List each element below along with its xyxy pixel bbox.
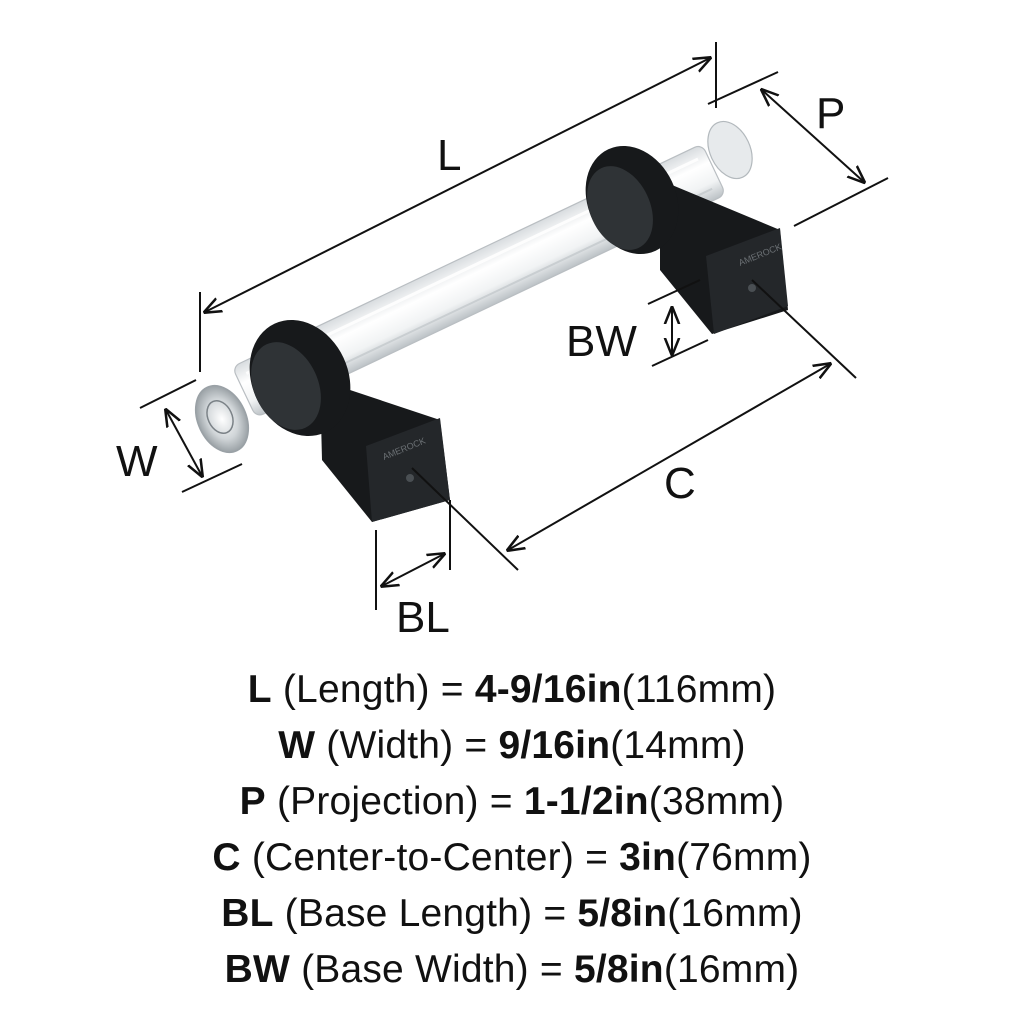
spec-equals: =	[464, 724, 488, 767]
spec-abbr: BW	[224, 948, 291, 991]
spec-equals: =	[585, 836, 609, 879]
width-dimension-line	[166, 410, 202, 476]
spec-name: (Width)	[326, 724, 454, 767]
projection-dimension-line	[762, 90, 864, 182]
spec-metric: (16mm)	[663, 948, 800, 991]
spec-row: W (Width) = 9/16in(14mm)	[0, 718, 1024, 774]
spec-abbr: P	[239, 780, 266, 823]
spec-name: (Length)	[282, 668, 430, 711]
spec-name: (Base Width)	[301, 948, 529, 991]
spec-row: C (Center-to-Center) = 3in(76mm)	[0, 830, 1024, 886]
spec-row: BL (Base Length) = 5/8in(16mm)	[0, 886, 1024, 942]
base-length-dimension-line	[382, 554, 444, 586]
spec-metric: (16mm)	[667, 892, 803, 935]
spec-metric: (38mm)	[648, 780, 785, 823]
label-width: W	[116, 437, 158, 486]
label-projection: P	[816, 89, 845, 138]
spec-equals: =	[489, 780, 513, 823]
spec-equals: =	[440, 668, 464, 711]
spec-imperial: 5/8in	[577, 892, 668, 935]
spec-imperial: 1-1/2in	[523, 780, 649, 823]
label-length: L	[437, 131, 461, 180]
left-base-plate	[366, 418, 450, 522]
spec-metric: (14mm)	[610, 724, 746, 767]
spec-imperial: 9/16in	[498, 724, 611, 767]
cabinet-pull-illustration: AMEROCK AMEROCK	[194, 120, 788, 522]
spec-metric: (76mm)	[676, 836, 812, 879]
spec-name: (Projection)	[276, 780, 479, 823]
spec-equals: =	[543, 892, 567, 935]
right-base-plate	[706, 228, 788, 334]
spec-name: (Center-to-Center)	[251, 836, 575, 879]
spec-row: BW (Base Width) = 5/8in(16mm)	[0, 942, 1024, 998]
spec-row: P (Projection) = 1-1/2in(38mm)	[0, 774, 1024, 830]
dimension-diagram: AMEROCK AMEROCK	[116, 42, 889, 642]
spec-imperial: 5/8in	[573, 948, 664, 991]
length-dimension-line	[205, 58, 710, 312]
spec-equals: =	[539, 948, 563, 991]
spec-abbr: L	[247, 668, 272, 711]
spec-list: L (Length) = 4-9/16in(116mm)W (Width) = …	[0, 662, 1024, 998]
spec-abbr: BL	[221, 892, 274, 935]
spec-imperial: 4-9/16in	[474, 668, 622, 711]
label-center-to-center: C	[664, 459, 696, 508]
label-base-length: BL	[396, 593, 450, 642]
center-to-center-dimension-line	[508, 364, 830, 550]
left-post: AMEROCK	[249, 319, 450, 522]
spec-metric: (116mm)	[621, 668, 777, 711]
spec-row: L (Length) = 4-9/16in(116mm)	[0, 662, 1024, 718]
dimension-lines	[139, 42, 889, 610]
spec-imperial: 3in	[619, 836, 677, 879]
spec-name: (Base Length)	[284, 892, 533, 935]
spec-abbr: C	[212, 836, 241, 879]
label-base-width: BW	[566, 317, 637, 366]
spec-abbr: W	[278, 724, 316, 767]
